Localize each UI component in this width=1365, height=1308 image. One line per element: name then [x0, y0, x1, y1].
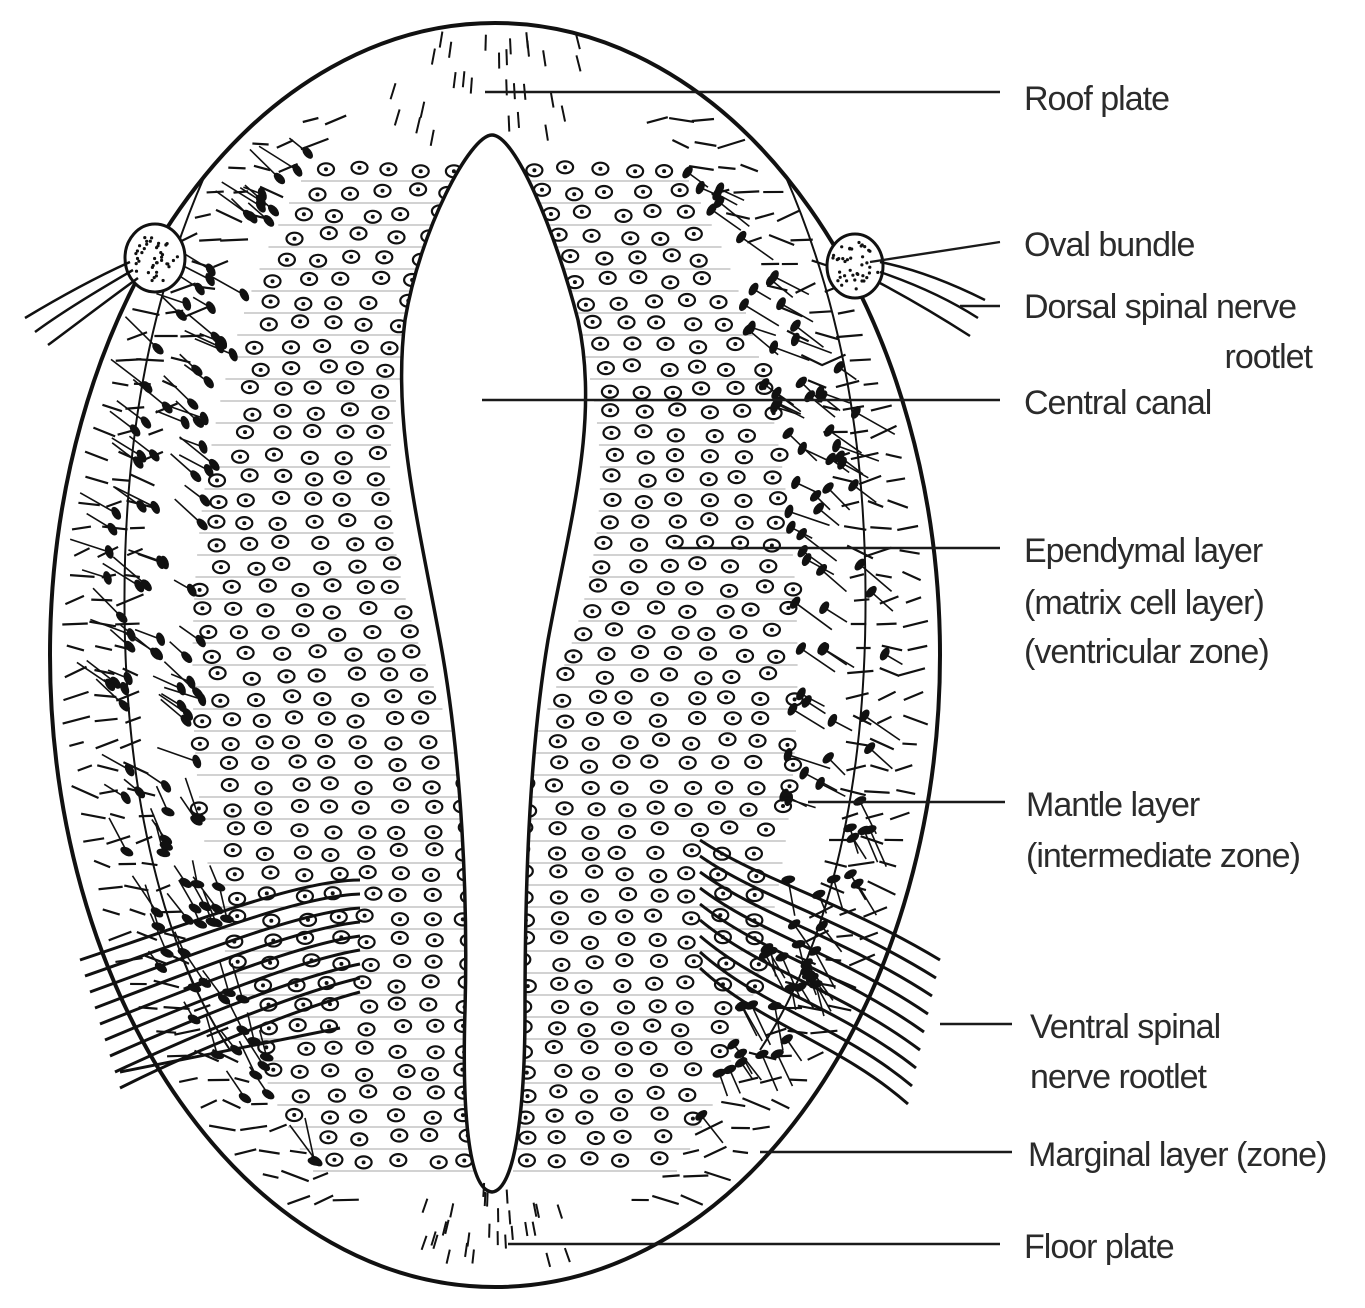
- label-ventral-rootlet-line1: Ventral spinal: [1030, 1008, 1220, 1046]
- leader-oval-bundle: [869, 240, 1001, 264]
- label-mantle-line1: Mantle layer: [1026, 786, 1200, 824]
- label-dorsal-rootlet-line1: Dorsal spinal nerve: [1024, 288, 1296, 326]
- floor-plate-streaks: [420, 1182, 571, 1268]
- label-ependymal-line3: (ventricular zone): [1024, 633, 1269, 671]
- label-central-canal: Central canal: [1024, 384, 1211, 422]
- label-marginal-layer: Marginal layer (zone): [1028, 1136, 1326, 1174]
- roof-plate-streaks: [389, 31, 582, 146]
- label-dorsal-rootlet-line2: rootlet: [1225, 338, 1314, 376]
- marginal-mantle-boundary-right: [759, 174, 867, 1051]
- label-roof-plate: Roof plate: [1024, 80, 1169, 118]
- label-ependymal-line1: Ependymal layer: [1024, 532, 1263, 570]
- label-mantle-line2: (intermediate zone): [1026, 837, 1300, 875]
- label-ependymal-line2: (matrix cell layer): [1024, 584, 1264, 622]
- ventral-rootlet-right: [698, 838, 941, 1106]
- marginal-mantle-boundary-left: [123, 174, 231, 1051]
- label-floor-plate: Floor plate: [1024, 1228, 1174, 1266]
- dorsal-rootlet-right: [877, 260, 986, 338]
- label-ventral-rootlet-line2: nerve rootlet: [1030, 1058, 1208, 1096]
- oval-bundle-right: [825, 232, 885, 300]
- ventral-rootlet-left: [79, 878, 361, 1090]
- dorsal-rootlet-left: [24, 260, 139, 347]
- neural-tube-outline: [48, 21, 942, 1289]
- oval-bundle-left: [123, 222, 187, 294]
- label-oval-bundle: Oval bundle: [1024, 226, 1195, 264]
